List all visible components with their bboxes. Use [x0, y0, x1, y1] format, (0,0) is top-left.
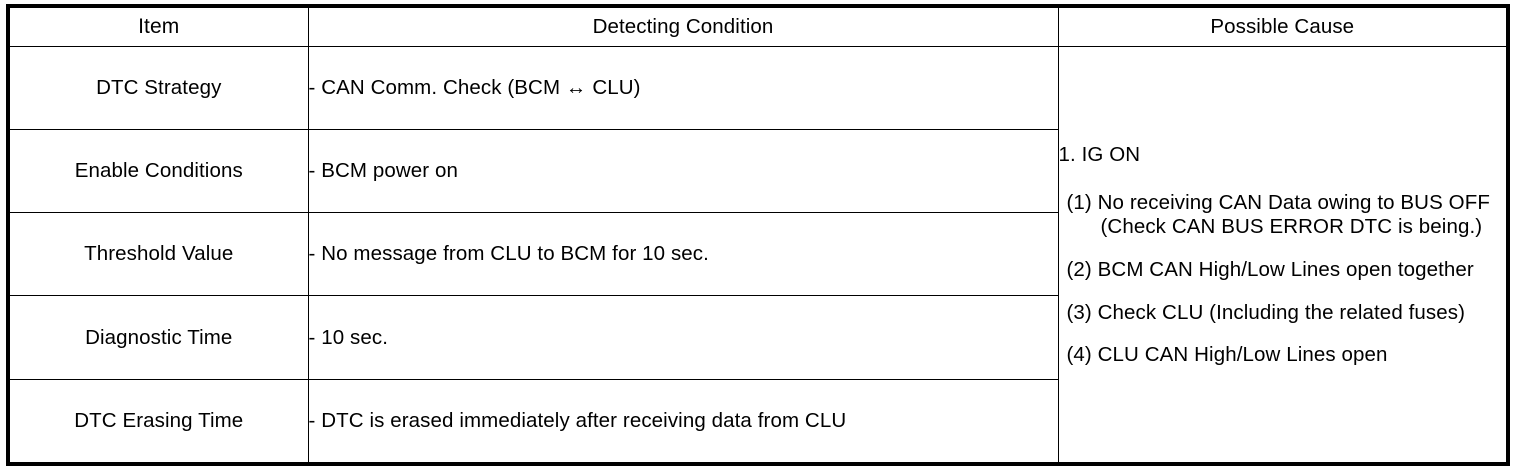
possible-cause-heading: 1. IG ON — [1058, 143, 1141, 167]
column-header-possible-cause: Possible Cause — [1057, 5, 1509, 47]
possible-cause-item-2: (2) BCM CAN High/Low Lines open together — [1066, 257, 1474, 281]
table-header-row: Item Detecting Condition Possible Cause — [7, 5, 1509, 47]
item-label-enable-conditions: Enable Conditions — [7, 129, 309, 214]
condition-dtc-strategy: - CAN Comm. Check (BCM ↔ CLU) — [307, 45, 1059, 131]
table-row: Threshold Value - No message from CLU to… — [7, 212, 1508, 297]
condition-diagnostic-time: - 10 sec. — [307, 295, 1059, 381]
item-label-threshold-value: Threshold Value — [7, 212, 309, 297]
column-header-detecting-condition: Detecting Condition — [307, 5, 1059, 47]
table-row: DTC Erasing Time - DTC is erased immedia… — [7, 379, 1508, 465]
table-row: DTC Strategy - CAN Comm. Check (BCM ↔ CL… — [7, 45, 1509, 465]
item-label-diagnostic-time: Diagnostic Time — [7, 295, 309, 381]
possible-cause-cell: 1. IG ON (1) No receiving CAN Data owing… — [1057, 46, 1509, 465]
table-body: DTC Strategy - CAN Comm. Check (BCM ↔ CL… — [7, 45, 1509, 465]
possible-cause-item-1: (1) No receiving CAN Data owing to BUS O… — [1066, 190, 1490, 239]
item-label-dtc-erasing-time: DTC Erasing Time — [7, 379, 309, 465]
item-label-dtc-strategy: DTC Strategy — [7, 45, 309, 131]
condition-threshold-value: - No message from CLU to BCM for 10 sec. — [307, 212, 1059, 297]
possible-cause-item-3: (3) Check CLU (Including the related fus… — [1066, 300, 1466, 324]
condition-enable-conditions: - BCM power on — [307, 129, 1059, 214]
possible-cause-item-4: (4) CLU CAN High/Low Lines open — [1066, 343, 1388, 367]
dtc-diagnostic-table: Item Detecting Condition Possible Cause … — [6, 4, 1510, 466]
column-header-item: Item — [7, 5, 309, 47]
table-row: Enable Conditions - BCM power on — [7, 129, 1508, 214]
possible-cause-list: 1. IG ON (1) No receiving CAN Data owing… — [1059, 141, 1507, 367]
condition-dtc-erasing-time: - DTC is erased immediately after receiv… — [307, 379, 1059, 465]
table-row: Diagnostic Time - 10 sec. — [7, 295, 1508, 381]
table-header: Item Detecting Condition Possible Cause — [7, 5, 1509, 47]
